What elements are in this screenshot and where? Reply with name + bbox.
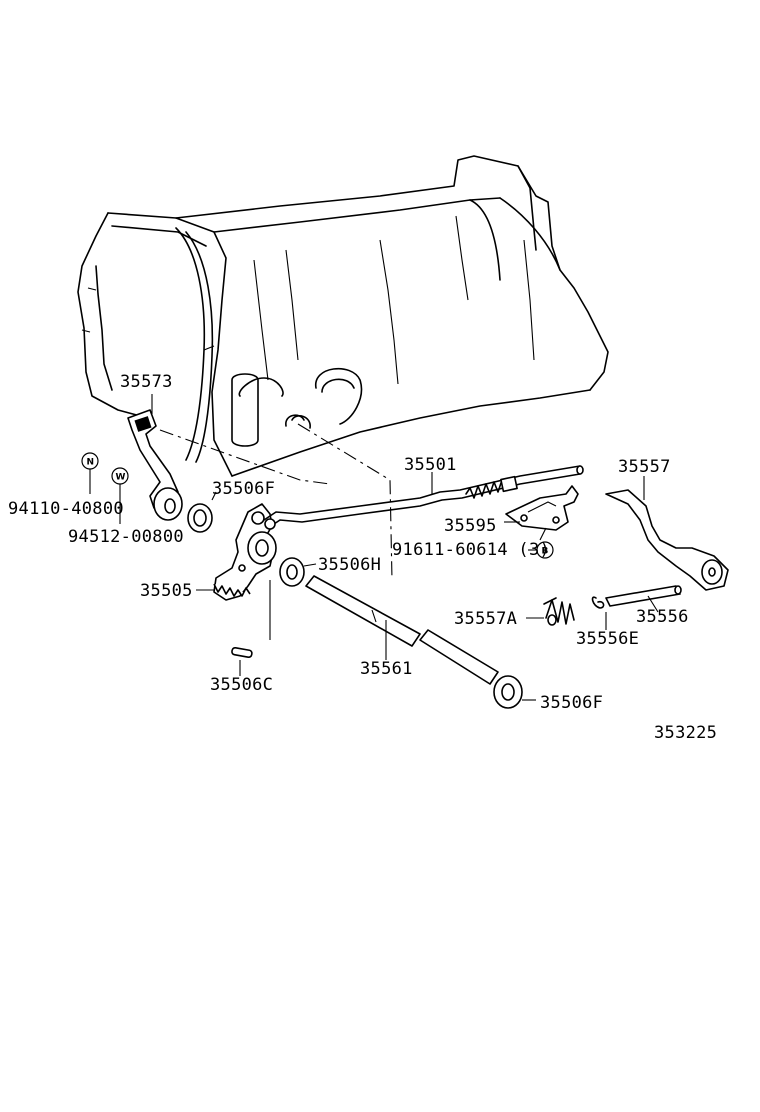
pin-35506C — [231, 646, 253, 676]
label-35506F-lower: 35506F — [540, 693, 603, 713]
label-35595: 35595 — [444, 516, 497, 536]
pin-35556 — [605, 585, 682, 613]
seal-35506F-lower — [493, 675, 536, 709]
transmission-housing — [77, 155, 609, 477]
label-35557: 35557 — [618, 457, 671, 477]
spring-35557A — [526, 597, 575, 626]
svg-text:W: W — [116, 473, 126, 483]
w-symbol: W — [111, 467, 129, 524]
manual-shaft-35561 — [305, 575, 499, 685]
label-35505: 35505 — [140, 581, 193, 601]
label-94110-40800: 94110-40800 — [8, 499, 124, 519]
label-91611-60614: 91611-60614 (3) — [392, 540, 550, 560]
control-rod-35501 — [263, 465, 584, 530]
labels: 35573 35506F 35501 35557 35595 91611-606… — [8, 372, 717, 743]
bracket-35595 — [504, 485, 579, 541]
clip-35556E — [591, 596, 607, 630]
manual-lever-35573 — [127, 394, 183, 521]
label-35501: 35501 — [404, 455, 457, 475]
label-35573: 35573 — [120, 372, 173, 392]
figure-number: 353225 — [654, 723, 717, 743]
alignment-centerline-2 — [297, 423, 393, 581]
alignment-centerline — [159, 429, 331, 485]
seal-35506F-upper — [187, 491, 217, 533]
label-94512-00800: 94512-00800 — [68, 527, 184, 547]
n-symbol: N — [81, 452, 99, 494]
svg-text:B: B — [542, 547, 549, 557]
label-35556: 35556 — [636, 607, 689, 627]
label-35506H: 35506H — [318, 555, 381, 575]
label-35557A: 35557A — [454, 609, 517, 629]
collar-35506H — [279, 557, 317, 587]
label-35561: 35561 — [360, 659, 413, 679]
b-symbol: B — [528, 541, 554, 559]
label-35506C: 35506C — [210, 675, 273, 695]
svg-text:N: N — [87, 458, 95, 468]
lever-35557 — [605, 476, 729, 591]
label-35556E: 35556E — [576, 629, 639, 649]
label-35506F-upper: 35506F — [212, 479, 275, 499]
